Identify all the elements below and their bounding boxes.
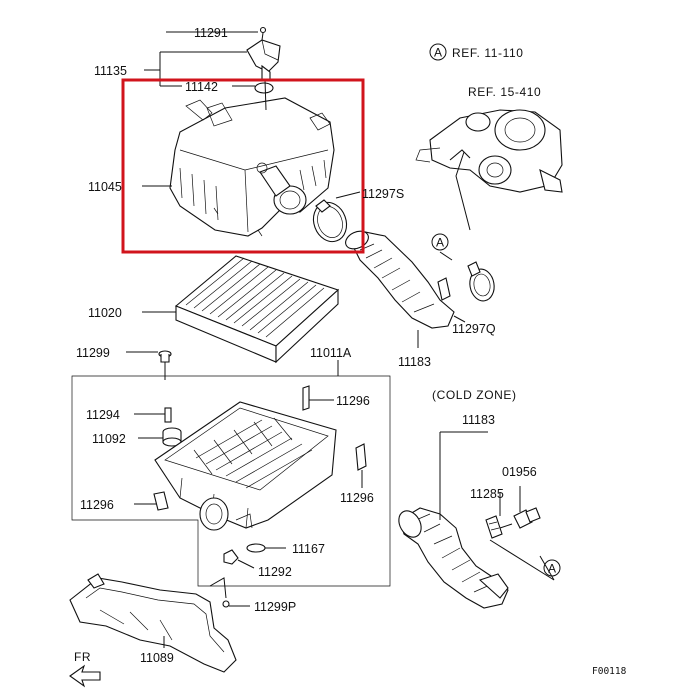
label-11296-top: 11296 [336,394,370,408]
label-11135: 11135 [94,64,127,78]
label-11285: 11285 [470,487,504,501]
air-intake-duct [69,573,250,673]
label-11183-cold-zone: 11183 [462,413,495,427]
pin-11294 [164,407,172,423]
ref-15-410: REF. 15-410 [468,85,541,99]
upper-air-cleaner-housing [169,97,335,237]
damper-11092 [162,427,182,447]
marker-a-upper-circle [431,233,449,251]
label-11292: 11292 [258,565,292,579]
assembly-box [71,375,391,587]
label-11142: 11142 [185,80,218,94]
clip-11296-top [302,385,334,411]
label-11092: 11092 [92,432,126,446]
screw-11291 [259,26,267,41]
clip-11167 [246,543,286,553]
label-11183-upper: 11183 [398,355,431,369]
ref-a-marker: A [434,46,443,60]
bolt-11292 [223,549,255,569]
clip-11296-right [355,443,367,488]
lower-air-cleaner-housing [154,401,337,531]
highlight-box [121,78,365,254]
sensor-01956 [499,507,541,529]
label-11167: 11167 [292,542,325,556]
grommet-11299 [158,350,172,380]
cold-zone-label: (COLD ZONE) [432,388,517,402]
marker-a-lower-circle [543,559,561,577]
label-11020: 11020 [88,306,122,320]
label-11296-left: 11296 [80,498,114,512]
label-01956: 01956 [502,465,537,479]
intake-hose-cold-zone [398,507,509,609]
label-11011a: 11011A [310,346,352,360]
label-11089: 11089 [140,651,174,665]
leader-lines [126,31,555,648]
label-11296-right: 11296 [340,491,374,505]
label-11299p: 11299P [254,600,296,614]
hose-clamp-11297q [467,261,495,302]
front-arrow [69,664,101,688]
figure-code: F00118 [592,666,627,677]
label-11297s: 11297S [362,187,404,201]
turbocharger [415,109,563,193]
clip-11285 [485,515,503,539]
label-11291: 11291 [194,26,228,40]
label-11297q: 11297Q [452,322,496,336]
label-11299: 11299 [76,346,110,360]
hose-clamp-11297s [312,199,348,243]
marker-a-upper: A [436,236,445,250]
ref-11-110: REF. 11-110 [452,46,524,60]
clip-11296-left [134,491,169,511]
air-filter-element [174,255,340,364]
o-ring-11142 [254,82,274,94]
ref-a-circle [429,43,447,61]
front-label: FR [74,650,91,664]
label-11294: 11294 [86,408,120,422]
label-11045: 11045 [88,180,122,194]
marker-a-lower: A [548,562,557,576]
